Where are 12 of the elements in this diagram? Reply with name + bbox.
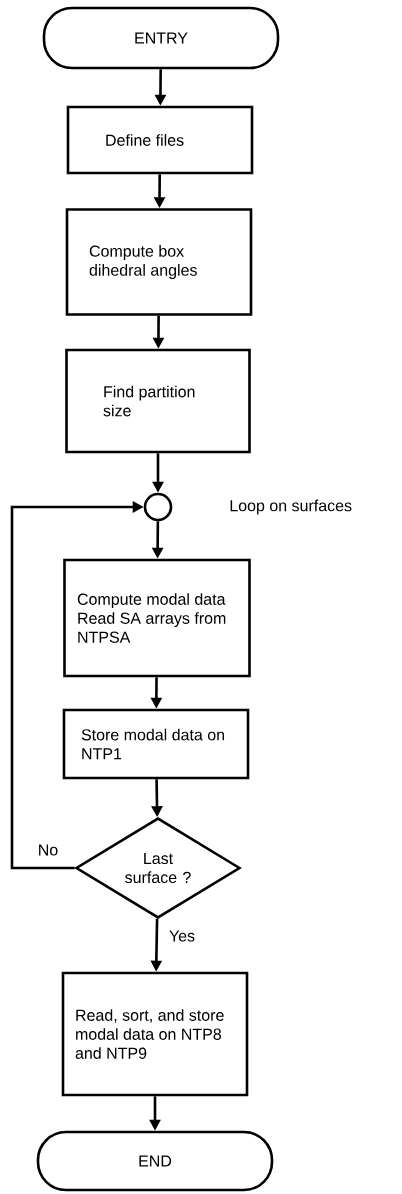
edge-label: Yes	[167, 929, 197, 943]
process-box: Define files	[66, 105, 254, 175]
process-box: Compute box dihedral angles	[65, 208, 253, 316]
terminal-box: ENTRY	[42, 6, 280, 70]
terminal-box: END	[36, 1130, 274, 1192]
annotation-text: Loop on surfaces	[230, 499, 352, 515]
connector-circle	[143, 492, 173, 522]
process-box: Compute modal data Read SA arrays from NTPSA	[63, 558, 251, 678]
edge-label: No	[36, 843, 60, 857]
process-box: Find partition size	[65, 348, 251, 454]
process-box: Store modal data on NTP1	[62, 708, 250, 780]
process-box: Read, sort, and store modal data on NTP8 and NTP9	[61, 971, 249, 1097]
